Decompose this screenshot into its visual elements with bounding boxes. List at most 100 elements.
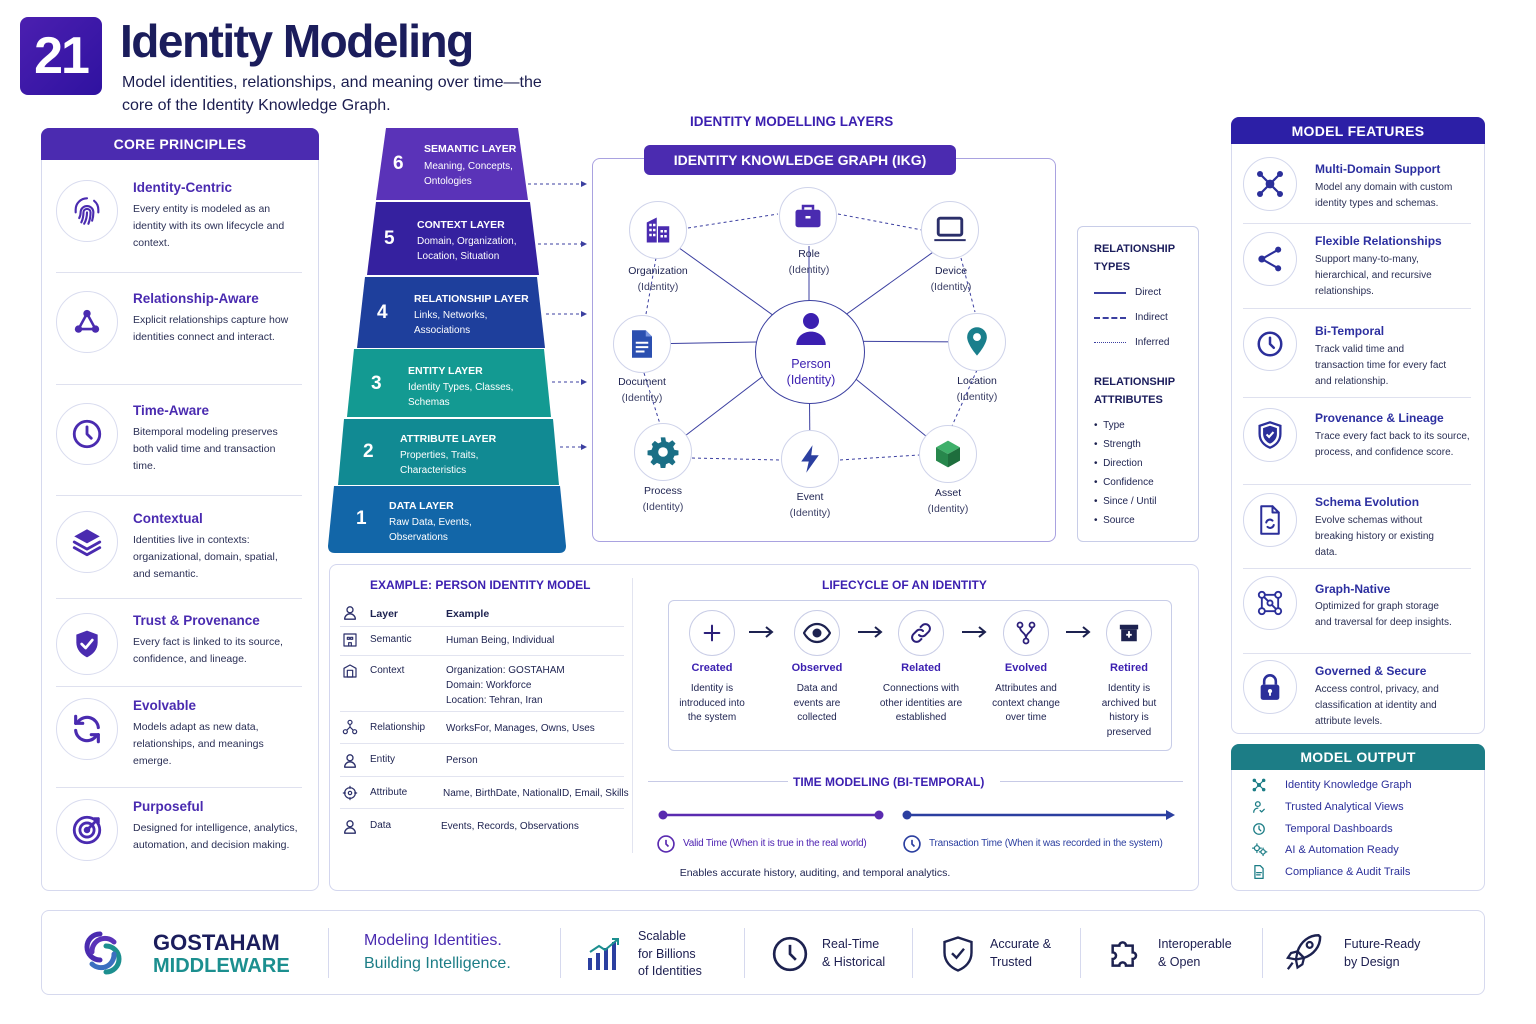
feature-title: Flexible Relationships — [1315, 234, 1442, 248]
layers-icon — [56, 511, 118, 573]
node-name: Asset — [934, 487, 962, 499]
layer-desc: Properties, Traits, Characteristics — [400, 450, 479, 476]
tagline-line2: Building Intelligence. — [364, 955, 511, 972]
feature-desc: Evolve schemas without breaking history … — [1315, 515, 1434, 558]
lifecycle-stage-desc: Identity is introduced into the system — [679, 683, 745, 723]
footer-bar — [41, 910, 1485, 995]
network-icon — [342, 719, 358, 735]
person-node: Person (Identity) — [755, 300, 865, 404]
attribute-label: Confidence — [1103, 477, 1154, 488]
user-icon — [342, 752, 358, 769]
divider — [632, 578, 633, 853]
briefcase-icon — [795, 204, 821, 228]
role-label: Role(Identity) — [754, 246, 864, 278]
attribute-label: Direction — [1103, 458, 1143, 469]
layer-number: 3 — [371, 373, 382, 394]
time-modeling-footnote: Enables accurate history, auditing, and … — [679, 867, 951, 879]
divider — [1243, 308, 1471, 309]
divider — [1000, 781, 1183, 782]
example-value: WorksFor, Manages, Owns, Uses — [446, 723, 595, 734]
relationship-types-heading: RELATIONSHIP TYPES — [1094, 243, 1175, 273]
principle-title: Time-Aware — [133, 403, 210, 418]
bar-chart-icon — [588, 938, 619, 970]
footer-feature-line: Trusted — [990, 954, 1032, 969]
example-lifecycle-panel — [329, 564, 1199, 891]
footer-feature-line: by Design — [1344, 954, 1400, 969]
footer-feature-accurate: Accurate &Trusted — [990, 936, 1051, 971]
divider — [912, 928, 913, 978]
divider — [56, 598, 302, 599]
relationship-type-direct: Direct — [1135, 287, 1162, 298]
footer-feature-line: Scalable — [638, 929, 686, 943]
footer-feature-interoperable: Interoperable& Open — [1158, 936, 1232, 971]
principle-desc: Designed for intelligence, analytics, au… — [133, 822, 298, 851]
feature-title: Bi-Temporal — [1315, 324, 1385, 338]
feature-title: Multi-Domain Support — [1315, 162, 1441, 176]
relationship-types-panel — [1077, 226, 1199, 542]
asset-node — [919, 425, 977, 483]
node-type: (Identity) — [642, 501, 684, 513]
puzzle-icon — [1111, 941, 1138, 967]
location-pin-icon — [967, 327, 987, 356]
node-type: (Identity) — [956, 391, 998, 403]
divider — [744, 928, 745, 978]
device-label: Device(Identity) — [896, 263, 1006, 295]
cube-icon — [936, 440, 960, 468]
inferred-line-sample — [1094, 342, 1126, 343]
divider — [56, 384, 302, 385]
layer-2-attribute: 2 ATTRIBUTE LAYER Properties, Traits, Ch… — [338, 419, 559, 485]
layer-shape — [338, 419, 559, 485]
relationship-type-indirect: Indirect — [1135, 312, 1168, 323]
clock-icon — [657, 835, 675, 853]
principle-desc: Every entity is modeled as an identity w… — [133, 203, 285, 249]
output-item: AI & Automation Ready — [1285, 844, 1399, 856]
example-layer-name: Entity — [370, 754, 396, 765]
valid-time-label: Valid Time (When it is true in the real … — [683, 838, 867, 849]
lifecycle-stage-desc: Identity is archived but history is pres… — [1101, 683, 1157, 738]
feature-title: Graph-Native — [1315, 582, 1391, 596]
divider — [1243, 484, 1471, 485]
layer-title: RELATIONSHIP LAYER — [414, 293, 529, 305]
direct-line-sample — [1094, 292, 1126, 294]
lock-icon — [1243, 660, 1297, 714]
layer-shape — [357, 277, 545, 348]
divider — [328, 928, 329, 978]
attribute-label: Strength — [1103, 439, 1141, 450]
asset-label: Asset(Identity) — [893, 485, 1003, 517]
attribute-label: Type — [1103, 420, 1125, 431]
attribute-item: • Since / Until — [1094, 496, 1157, 507]
page-subtitle: Model identities, relationships, and mea… — [122, 74, 542, 114]
layer-shape — [376, 128, 528, 200]
model-output-heading: MODEL OUTPUT — [1231, 744, 1485, 770]
layer-desc: Meaning, Concepts, Ontologies — [424, 161, 513, 187]
valid-time-bar — [658, 810, 884, 820]
lifecycle-heading: LIFECYCLE OF AN IDENTITY — [822, 578, 987, 592]
layer-number: 2 — [363, 441, 374, 462]
divider — [340, 711, 624, 712]
principle-title: Evolvable — [133, 698, 197, 713]
divider — [1243, 568, 1471, 569]
lightning-icon — [801, 445, 819, 473]
person-node-name: Person — [791, 357, 831, 371]
cogs-icon — [1252, 843, 1268, 857]
example-col-example: Example — [446, 608, 490, 620]
link-icon — [898, 610, 944, 656]
example-layer-name: Context — [370, 665, 405, 676]
divider — [340, 655, 624, 656]
attribute-cog-icon — [342, 785, 358, 801]
node-name: Process — [644, 485, 682, 497]
clock-icon — [1252, 822, 1266, 836]
event-node — [781, 430, 839, 488]
layer-title: ENTITY LAYER — [408, 365, 483, 377]
organization-label: Organization(Identity) — [603, 263, 713, 295]
node-name: Device — [934, 265, 968, 277]
divider — [1243, 653, 1471, 654]
model-features-heading: MODEL FEATURES — [1231, 117, 1485, 144]
valid-time-title: Valid Time — [683, 838, 727, 849]
footer-feature-line: Real-Time — [822, 937, 880, 951]
feature-desc: Access control, privacy, and classificat… — [1315, 684, 1439, 727]
clock-icon — [56, 403, 118, 465]
divider — [56, 272, 302, 273]
footer-feature-line: Interoperable — [1158, 937, 1232, 951]
